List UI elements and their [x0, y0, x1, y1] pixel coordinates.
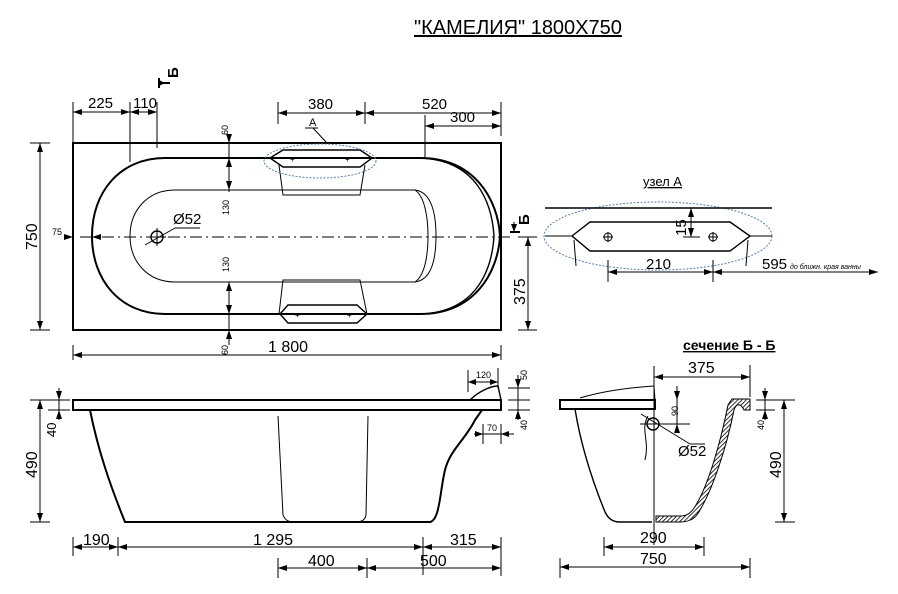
side-view: 490 40 120 50 40 70 — [24, 368, 530, 578]
svg-text:Ø52: Ø52 — [678, 443, 706, 460]
svg-text:110: 110 — [133, 95, 157, 112]
svg-text:490: 490 — [24, 451, 41, 478]
svg-text:+: + — [290, 155, 295, 164]
plan-view: + + + + Ø52 225 110 — [24, 95, 537, 360]
svg-text:375: 375 — [512, 278, 529, 305]
section-marker-top: Б — [158, 67, 182, 88]
svg-text:узел А: узел А — [643, 174, 682, 189]
svg-text:750: 750 — [640, 551, 667, 568]
svg-text:315: 315 — [450, 532, 477, 549]
svg-text:210: 210 — [646, 256, 671, 273]
svg-text:А: А — [309, 117, 317, 129]
svg-text:15: 15 — [673, 219, 690, 236]
svg-text:75: 75 — [52, 227, 62, 237]
svg-text:500: 500 — [420, 553, 447, 570]
svg-text:190: 190 — [83, 532, 110, 549]
svg-text:120: 120 — [476, 370, 491, 380]
svg-text:400: 400 — [308, 553, 335, 570]
svg-text:до ближн. края ванны: до ближн. края ванны — [790, 263, 862, 271]
svg-text:375: 375 — [688, 360, 715, 377]
svg-text:Б: Б — [165, 67, 182, 78]
detail-a: узел А 15 210 595 до ближн. края ванны — [543, 174, 878, 282]
section-view: сечение Б - Б 90 Ø52 375 40 49 — [559, 337, 795, 578]
svg-text:595: 595 — [762, 256, 787, 273]
svg-text:70: 70 — [487, 423, 497, 433]
svg-text:225: 225 — [88, 95, 113, 112]
svg-text:60: 60 — [220, 345, 230, 355]
svg-text:1 800: 1 800 — [268, 339, 308, 356]
drawing-title: "КАМЕЛИЯ" 1800X750 — [414, 17, 622, 39]
svg-text:+: + — [345, 155, 350, 164]
headrest-top: + + — [268, 149, 374, 196]
svg-text:750: 750 — [24, 223, 41, 250]
svg-text:90: 90 — [670, 406, 680, 416]
svg-text:130: 130 — [221, 257, 231, 272]
svg-text:40: 40 — [44, 423, 59, 437]
svg-text:сечение Б - Б: сечение Б - Б — [683, 337, 775, 353]
headrest-bottom: + + — [278, 279, 369, 324]
svg-text:130: 130 — [221, 200, 231, 215]
svg-text:Б: Б — [516, 214, 533, 225]
svg-text:+: + — [295, 311, 300, 320]
svg-text:+: + — [347, 311, 352, 320]
svg-text:60: 60 — [220, 125, 230, 135]
mount-hole-right — [708, 232, 718, 242]
svg-text:380: 380 — [308, 96, 333, 113]
drain-hole — [144, 227, 200, 246]
svg-text:520: 520 — [422, 96, 447, 113]
mount-hole-left — [603, 232, 613, 242]
svg-text:300: 300 — [450, 109, 475, 126]
svg-text:1 295: 1 295 — [253, 532, 293, 549]
svg-text:50: 50 — [519, 370, 529, 380]
svg-text:490: 490 — [768, 451, 785, 478]
svg-text:40: 40 — [756, 420, 766, 430]
drain-diameter-label: Ø52 — [173, 211, 201, 228]
svg-text:40: 40 — [519, 420, 529, 430]
svg-text:290: 290 — [640, 530, 667, 547]
